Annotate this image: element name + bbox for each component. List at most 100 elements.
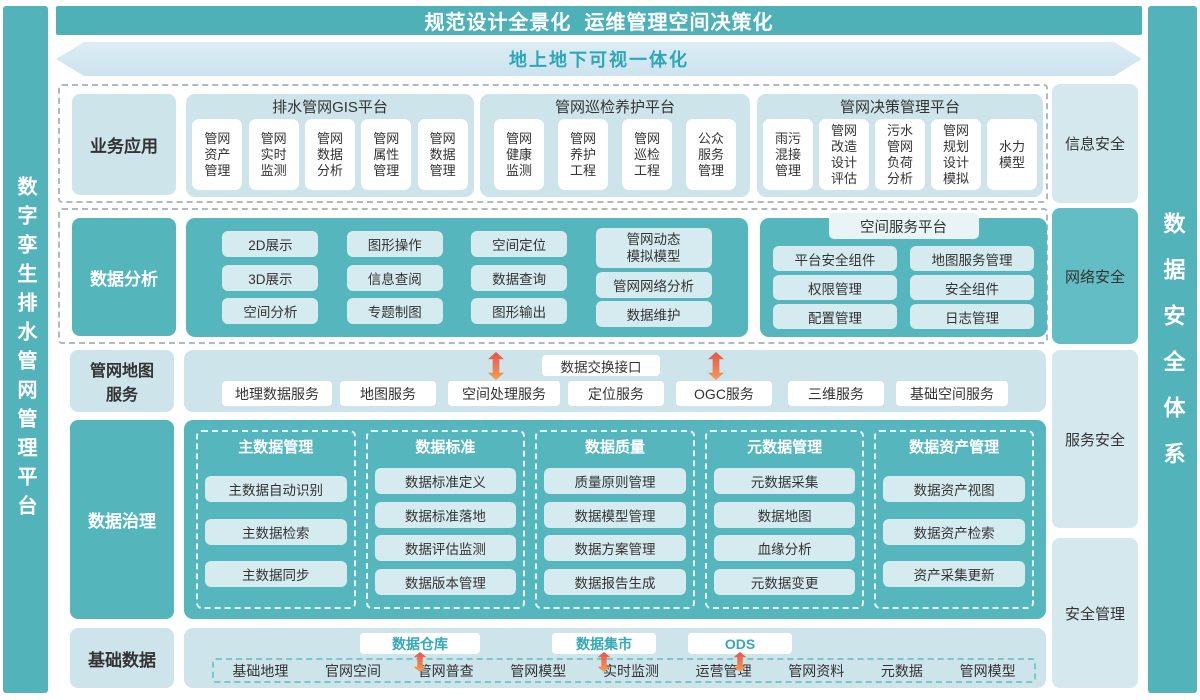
spatial-platform-title-tab: 空间服务平台 [828, 213, 979, 239]
governance-column-title: 数据标准 [415, 439, 476, 456]
governance-item-list: 数据资产视图数据资产检索资产采集更新 [883, 460, 1025, 603]
data-store-pill: ODS [688, 633, 792, 654]
app-platform-group: 管网决策管理平台雨污 混接 管理管网 改造 设计 评估污水 管网 负荷 分析管网… [757, 94, 1043, 197]
exchange-arrow-icon [708, 352, 724, 380]
app-module-pill: 管网 改造 设计 评估 [819, 119, 869, 190]
app-module-pill: 管网 资产 管理 [192, 119, 243, 190]
analysis-item-pill: 信息查阅 [346, 264, 443, 291]
base-data-item: 运营管理 [695, 662, 752, 679]
platform-title-bar: 数字孪生排水管网管理平台 [3, 6, 48, 693]
app-module-pill: 管网 实时 监测 [248, 119, 299, 190]
analysis-column: 空间定位数据查询图形输出 [471, 224, 568, 331]
governance-column: 主数据管理主数据自动识别主数据检索主数据同步 [196, 430, 356, 609]
business-application-row: 业务应用 排水管网GIS平台管网 资产 管理管网 实时 监测管网 数据 分析管网… [58, 84, 1048, 203]
store-arrow-icon [413, 652, 427, 672]
spatial-platform-columns: 平台安全组件权限管理配置管理 地图服务管理安全组件日志管理 [760, 242, 1047, 333]
app-module-pill: 污水 管网 负荷 分析 [875, 119, 925, 190]
security-box: 信息安全 [1052, 84, 1138, 203]
base-data-item: 管网模型 [510, 662, 567, 679]
app-module-pill: 公众 服务 管理 [686, 119, 736, 190]
data-store-pill: 数据仓库 [360, 633, 480, 654]
governance-column-title: 元数据管理 [747, 439, 823, 456]
governance-item-pill: 数据标准落地 [374, 501, 517, 528]
map-service-pill: 地理数据服务 [222, 381, 332, 406]
governance-column: 数据资产管理数据资产视图数据资产检索资产采集更新 [874, 430, 1034, 609]
data-store-pill: 数据集市 [552, 633, 656, 654]
governance-item-pill: 数据标准定义 [374, 467, 517, 494]
governance-item-list: 质量原则管理数据模型管理数据方案管理数据报告生成 [544, 460, 686, 603]
analysis-item-pill: 图形输出 [471, 297, 568, 324]
app-platform-group: 管网巡检养护平台管网 健康 监测管网 养护 工程管网 巡检 工程公众 服务 管理 [480, 94, 750, 197]
app-platform-title: 排水管网GIS平台 [272, 99, 388, 116]
row-label-governance: 数据治理 [70, 420, 174, 619]
app-module-pill-row: 管网 健康 监测管网 养护 工程管网 巡检 工程公众 服务 管理 [480, 119, 750, 190]
spatial-platform-item-pill: 安全组件 [910, 275, 1034, 300]
governance-column: 元数据管理元数据采集数据地图血缘分析元数据变更 [704, 430, 865, 609]
analysis-item-pill: 空间定位 [471, 231, 568, 258]
base-data-item: 元数据 [880, 662, 923, 679]
analysis-item-pill: 专题制图 [346, 297, 443, 324]
app-module-pill: 管网 数据 分析 [304, 119, 355, 190]
governance-item-pill: 数据版本管理 [374, 569, 517, 596]
governance-item-pill: 数据方案管理 [544, 535, 686, 562]
governance-item-pill: 数据评估监测 [374, 535, 517, 562]
app-platform-title: 管网决策管理平台 [839, 99, 960, 116]
app-module-pill: 雨污 混接 管理 [763, 119, 813, 190]
spatial-platform-item-pill: 日志管理 [910, 304, 1034, 329]
analysis-item-pill: 管网网络分析 [595, 271, 712, 298]
analysis-column: 管网动态 模拟模型管网网络分析数据维护 [595, 224, 712, 331]
exchange-arrow-icon [488, 352, 504, 380]
spatial-platform-item-pill: 权限管理 [773, 275, 897, 300]
base-data-strip: 基础地理官网空间管网普查管网模型实时监测运营管理管网资料元数据管网模型 [212, 658, 1036, 683]
governance-column-title: 数据资产管理 [909, 439, 1000, 456]
governance-item-pill: 数据资产检索 [883, 518, 1025, 545]
governance-column: 数据质量质量原则管理数据模型管理数据方案管理数据报告生成 [535, 430, 695, 609]
analysis-item-pill: 管网动态 模拟模型 [595, 227, 712, 268]
app-module-pill: 水力 模型 [987, 119, 1037, 190]
governance-column-title: 主数据管理 [238, 439, 314, 456]
governance-item-list: 元数据采集数据地图血缘分析元数据变更 [713, 460, 856, 603]
governance-item-list: 主数据自动识别主数据检索主数据同步 [205, 460, 347, 603]
spatial-platform-item-pill: 配置管理 [773, 304, 897, 329]
base-data-item: 管网普查 [417, 662, 474, 679]
governance-item-pill: 数据报告生成 [544, 569, 686, 596]
security-system-bar: 数据安全体系 [1148, 6, 1197, 693]
base-data-item: 管网资料 [788, 662, 845, 679]
analysis-column: 图形操作信息查阅专题制图 [346, 224, 443, 331]
security-box: 网络安全 [1052, 208, 1138, 344]
map-service-pill: 基础空间服务 [896, 381, 1008, 406]
governance-item-pill: 质量原则管理 [544, 467, 686, 494]
row-label-business: 业务应用 [72, 94, 176, 195]
governance-item-pill: 主数据检索 [205, 518, 347, 545]
map-service-pill: 地图服务 [340, 381, 436, 406]
base-data-item: 管网模型 [959, 662, 1016, 679]
governance-column: 数据标准数据标准定义数据标准落地数据评估监测数据版本管理 [365, 430, 526, 609]
spatial-service-platform-panel: 空间服务平台 平台安全组件权限管理配置管理 地图服务管理安全组件日志管理 [760, 213, 1047, 337]
app-module-pill: 管网 规划 设计 模拟 [931, 119, 981, 190]
app-module-pill: 管网 养护 工程 [558, 119, 608, 190]
base-data-item: 实时监测 [602, 662, 659, 679]
base-data-item: 官网空间 [324, 662, 381, 679]
app-module-pill-row: 管网 资产 管理管网 实时 监测管网 数据 分析管网 属性 管理管网 数据 管理 [186, 119, 474, 190]
analysis-item-pill: 空间分析 [222, 297, 319, 324]
store-arrow-icon [733, 652, 747, 672]
app-module-pill-row: 雨污 混接 管理管网 改造 设计 评估污水 管网 负荷 分析管网 规划 设计 模… [757, 119, 1043, 190]
map-service-pill: 空间处理服务 [448, 381, 560, 406]
spatial-platform-item-pill: 平台安全组件 [773, 246, 897, 271]
governance-item-pill: 主数据自动识别 [205, 476, 347, 503]
app-module-pill: 管网 数据 管理 [417, 119, 468, 190]
row-label-map-service: 管网地图 服务 [70, 350, 174, 412]
governance-item-pill: 血缘分析 [713, 535, 856, 562]
governance-item-pill: 元数据采集 [713, 467, 856, 494]
data-governance-panel: 主数据管理主数据自动识别主数据检索主数据同步数据标准数据标准定义数据标准落地数据… [184, 420, 1046, 619]
spatial-platform-item-pill: 地图服务管理 [910, 246, 1034, 271]
platform-title-vertical: 数字孪生排水管网管理平台 [14, 175, 36, 524]
map-service-pill: OGC服务 [676, 381, 772, 406]
governance-item-pill: 资产采集更新 [883, 560, 1025, 587]
analysis-item-pill: 2D展示 [222, 231, 319, 258]
map-service-pill: 定位服务 [568, 381, 664, 406]
